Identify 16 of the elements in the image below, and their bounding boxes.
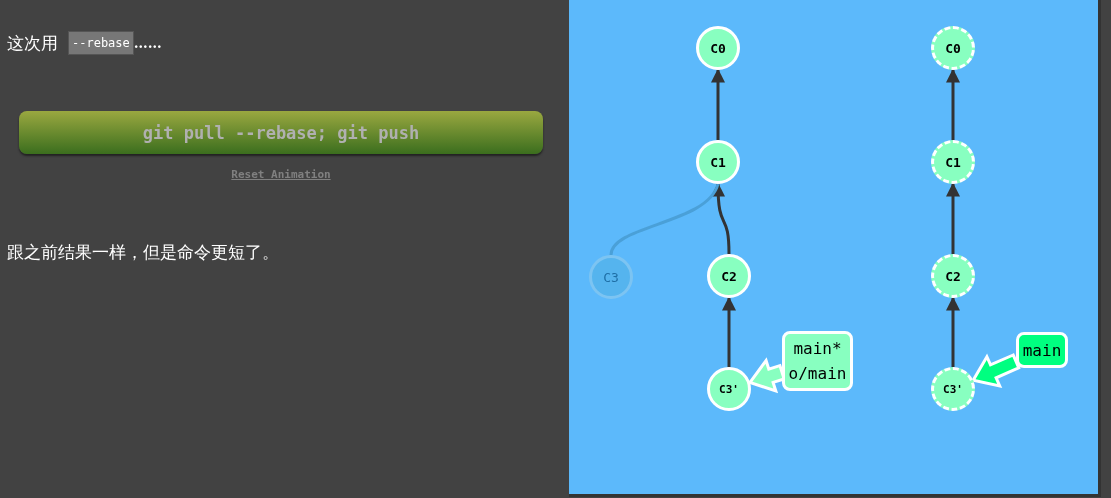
- code-snippet: --rebase: [68, 31, 134, 55]
- arrow: [946, 68, 960, 140]
- branch-label: main: [1016, 332, 1068, 368]
- arrow: [722, 296, 736, 367]
- arrow: [711, 68, 725, 140]
- sentence-text: 这次用: [7, 31, 58, 55]
- reset-link: Reset Animation: [230, 168, 332, 181]
- branch-label: main* o/main: [782, 331, 853, 391]
- arrow: [946, 182, 960, 254]
- sentence-text: 跟之前结果一样，但是命令更短了。: [7, 241, 279, 264]
- arrow: [711, 182, 731, 255]
- ellipsis-text: ……: [133, 35, 162, 51]
- connector-line: [609, 183, 720, 256]
- arrow: [946, 296, 960, 367]
- branch-pointer-arrow: [970, 353, 1021, 389]
- run-command-button: git pull --rebase; git push: [19, 111, 543, 154]
